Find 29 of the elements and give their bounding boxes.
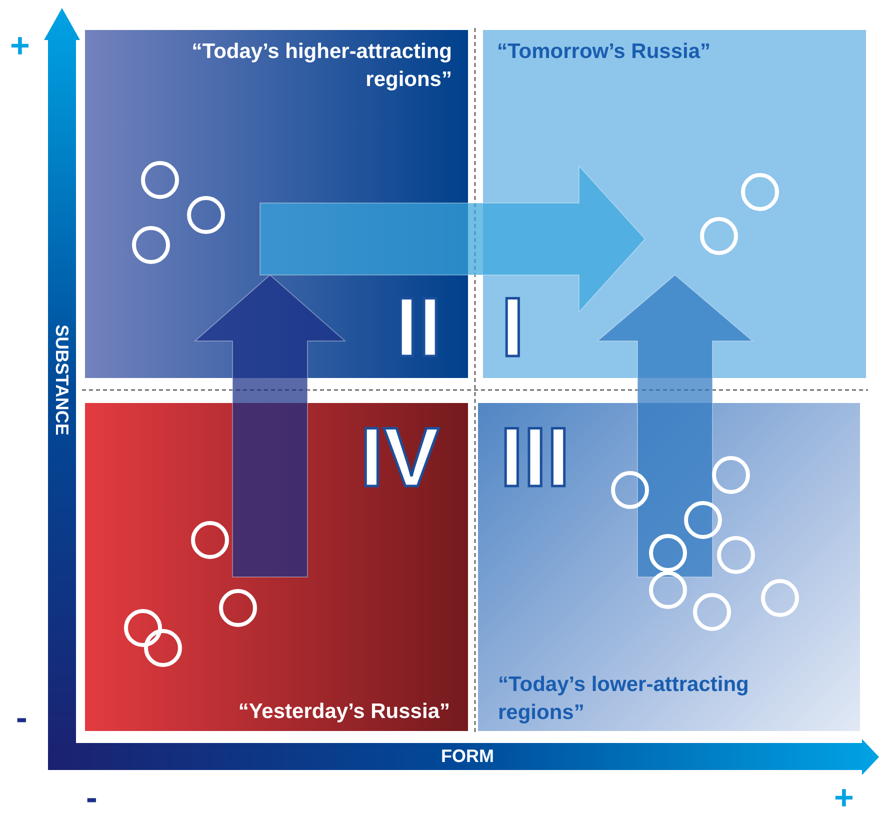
axis-sign: + (834, 780, 854, 816)
region-circle (144, 629, 182, 667)
quadrant-panel (478, 403, 860, 731)
region-circle (141, 161, 179, 199)
quadrant-title: “Today’s lower-attracting regions” (498, 672, 750, 726)
axis-sign: - (86, 780, 98, 816)
roman-numeral: IV (360, 415, 440, 499)
block-arrow (194, 274, 346, 578)
axis-sign: + (10, 28, 30, 64)
region-circle (693, 593, 731, 631)
block-arrow (596, 274, 754, 578)
region-circle (219, 589, 257, 627)
region-circle (187, 196, 225, 234)
region-circle (717, 536, 755, 574)
region-circle (761, 579, 799, 617)
block-arrow (260, 164, 646, 314)
roman-numeral: II (395, 285, 442, 369)
roman-numeral: I (501, 285, 524, 369)
axis-label: SUBSTANCE (52, 324, 72, 436)
region-circle (132, 226, 170, 264)
quadrant-title: “Today’s higher-attracting regions” (190, 39, 452, 93)
roman-numeral: III (500, 415, 570, 499)
quadrant-title: “Tomorrow’s Russia” (497, 39, 712, 65)
region-circle (700, 217, 738, 255)
axis-label: FORM (441, 746, 494, 766)
region-circle (124, 609, 162, 647)
quadrant-title: “Yesterday’s Russia” (237, 699, 450, 725)
region-circle (741, 173, 779, 211)
axis-sign: - (16, 700, 28, 736)
